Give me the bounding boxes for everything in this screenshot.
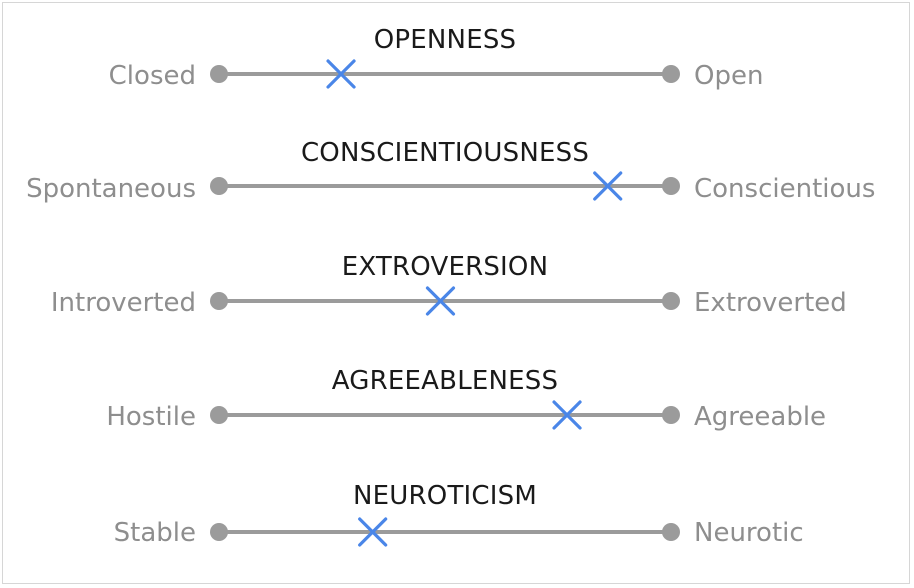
trait-scale [210,171,680,201]
right-endpoint-dot [662,65,680,83]
left-endpoint-dot [210,177,228,195]
trait-title: CONSCIENTIOUSNESS [300,138,590,168]
right-pole-label: Extroverted [694,288,847,318]
left-pole-label: Closed [108,61,196,91]
right-pole-label: Agreeable [694,402,827,432]
trait-scale [210,286,680,316]
left-endpoint-dot [210,523,228,541]
trait-marker-x [326,59,356,89]
right-pole-label: Open [694,61,764,91]
trait-scale [210,400,680,430]
left-pole-label: Spontaneous [26,174,196,204]
right-pole-label: Neurotic [694,518,804,548]
trait-agreeableness: AGREEABLENESS Hostile Agreeable [0,366,914,446]
right-endpoint-dot [662,292,680,310]
trait-openness: OPENNESS Closed Open [0,25,914,105]
left-endpoint-dot [210,292,228,310]
trait-marker-x [425,286,456,316]
left-pole-label: Stable [113,518,196,548]
left-pole-label: Hostile [106,402,196,432]
left-endpoint-dot [210,65,228,83]
trait-marker-x [593,171,623,201]
trait-neuroticism: NEUROTICISM Stable Neurotic [0,481,914,561]
trait-scale [210,59,680,89]
trait-marker-x [358,517,388,547]
left-endpoint-dot [210,406,228,424]
trait-title: OPENNESS [373,25,517,55]
right-endpoint-dot [662,406,680,424]
trait-scale [210,517,680,547]
right-endpoint-dot [662,523,680,541]
right-endpoint-dot [662,177,680,195]
trait-extroversion: EXTROVERSION Introverted Extroverted [0,252,914,332]
right-pole-label: Conscientious [694,174,876,204]
trait-title: NEUROTICISM [353,481,537,511]
left-pole-label: Introverted [50,288,196,318]
trait-title: AGREEABLENESS [331,366,559,396]
trait-title: EXTROVERSION [341,252,549,282]
trait-conscientiousness: CONSCIENTIOUSNESS Spontaneous Conscienti… [0,138,914,218]
trait-marker-x [552,400,582,430]
